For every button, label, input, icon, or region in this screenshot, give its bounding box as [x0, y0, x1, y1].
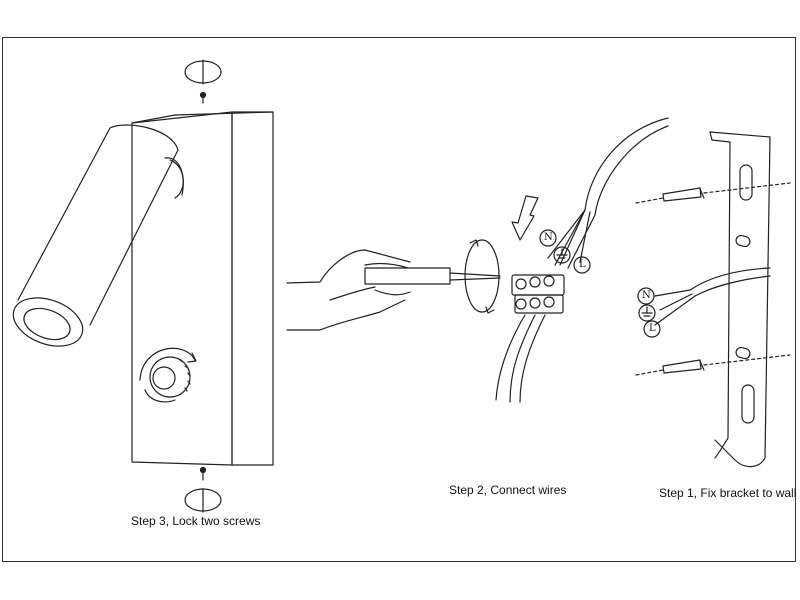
bracket-wires — [654, 267, 771, 326]
bottom-screw-icon — [199, 466, 207, 481]
bracket-earth-symbol-icon — [638, 304, 656, 322]
bracket-neutral-symbol-icon — [637, 287, 655, 305]
step3-caption: Step 3, Lock two screws — [131, 514, 261, 528]
bracket-screw-bottom-icon — [635, 354, 791, 376]
bracket-live-symbol-icon — [643, 320, 661, 338]
lamp-pivot — [164, 157, 184, 199]
diagram-frame — [2, 37, 796, 562]
earth-symbol-icon — [553, 246, 571, 264]
hand-screwdriver — [286, 249, 501, 331]
lamp-box — [131, 111, 274, 466]
rotate-arrow-bottom-icon — [184, 488, 222, 513]
bracket-live-label: L — [649, 323, 656, 334]
live-label: L — [579, 259, 586, 270]
bracket-neutral-label: N — [642, 290, 651, 301]
rotate-arrow-top-icon — [184, 59, 222, 85]
terminal-block — [511, 274, 565, 314]
wall-lamp — [12, 59, 274, 513]
top-screw-icon — [199, 91, 207, 104]
step1-caption: Step 1, Fix bracket to wall — [659, 486, 797, 500]
supply-wires — [495, 117, 669, 403]
dimmer-knob — [139, 347, 197, 403]
screwdriver-rotate-icon — [464, 239, 500, 314]
lamp-arm — [12, 124, 179, 347]
step2-caption: Step 2, Connect wires — [449, 483, 567, 497]
wall-bracket — [709, 131, 771, 468]
bracket-screw-top-icon — [635, 182, 791, 204]
neutral-label: N — [544, 232, 553, 243]
neutral-symbol-icon — [539, 229, 557, 247]
live-symbol-icon — [573, 256, 591, 274]
wire-direction-arrow-icon — [511, 195, 539, 241]
